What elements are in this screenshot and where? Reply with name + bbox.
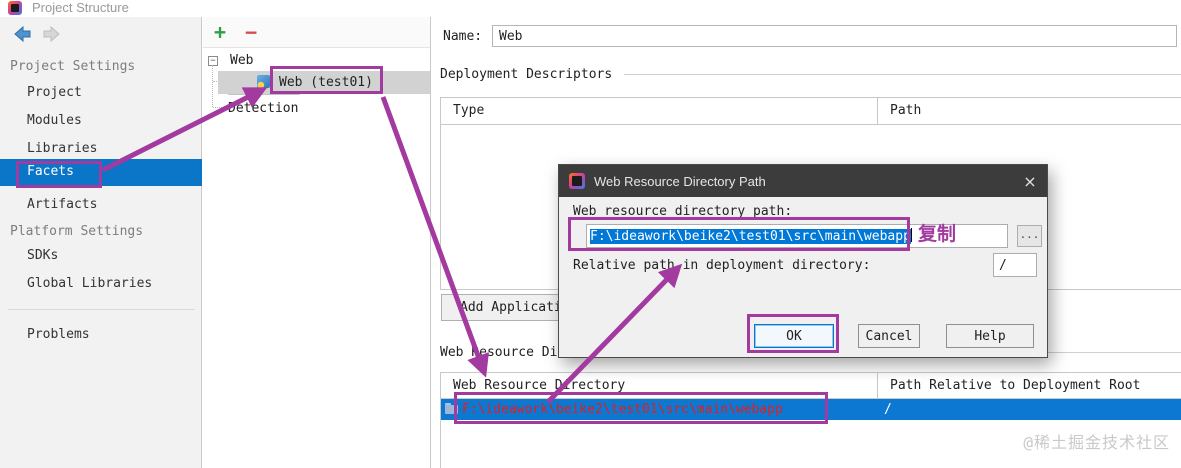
sidebar-item-global-libraries[interactable]: Global Libraries [27,276,153,291]
window-titlebar: Project Structure [0,0,1181,17]
dialog-titlebar: Web Resource Directory Path × [559,165,1047,197]
tree-node-detection[interactable]: Detection [228,101,299,116]
sidebar-item-facets[interactable]: Facets [0,159,202,186]
group-separator-line [624,74,1181,75]
collapse-icon[interactable]: − [208,56,218,66]
web-facet-icon [257,75,270,88]
table-header-row: Type Path [441,98,1181,125]
column-header-type: Type [441,98,878,124]
dialog-title: Web Resource Directory Path [594,173,766,189]
dialog-body: Web resource directory path: F:\ideawork… [559,197,1047,359]
add-facet-icon[interactable]: + [214,20,227,44]
window-title: Project Structure [32,0,129,15]
help-button[interactable]: Help [946,324,1034,348]
sidebar-item-sdks[interactable]: SDKs [27,248,59,263]
selected-text: F:\ideawork\beike2\test01\src\main\webap… [590,229,911,244]
web-resource-directory-path-dialog: Web Resource Directory Path × Web resour… [558,164,1048,358]
column-header-web-resource-directory: Web Resource Directory [441,373,878,398]
tree-separator [228,94,300,95]
close-icon[interactable]: × [1023,171,1037,191]
facet-name-input[interactable] [492,25,1177,47]
forward-arrow-icon[interactable] [40,24,62,44]
project-settings-heading: Project Settings [10,59,136,74]
column-header-path: Path [890,103,922,118]
deployment-descriptors-heading: Deployment Descriptors [440,67,613,82]
tree-node-web-label: Web [230,53,254,68]
sidebar-separator [8,309,195,310]
cell-directory: F:\ideawork\beike2\test01\src\main\webap… [441,399,878,420]
relative-path-label: Relative path in deployment directory: [573,258,871,273]
watermark: @稀土掘金技术社区 [1023,433,1170,452]
sidebar-item-libraries[interactable]: Libraries [27,141,98,156]
sidebar-item-problems[interactable]: Problems [27,327,90,342]
tree-node-web-test01-label: Web (test01) [279,75,373,90]
idea-logo-icon [569,173,585,189]
remove-facet-icon[interactable]: − [245,20,258,44]
tree-guide-line [212,65,213,107]
browse-button[interactable]: ... [1017,225,1042,247]
relative-path-input[interactable] [993,253,1037,277]
column-header-path-relative: Path Relative to Deployment Root [890,378,1141,393]
tree-node-web[interactable]: − Web [203,51,430,71]
ok-button[interactable]: OK [754,324,834,348]
web-resource-directories-heading: Web Resource Dire [440,345,574,360]
cell-relative-path: / [884,402,892,417]
table-row-webapp-directory[interactable]: F:\ideawork\beike2\test01\src\main\webap… [441,399,1181,420]
path-field-label: Web resource directory path: [573,204,793,219]
tree-guide-line [213,107,226,108]
facet-tree-toolbar: + − [203,17,430,48]
name-label: Name: [443,29,483,44]
text-cursor [910,228,912,242]
platform-settings-heading: Platform Settings [10,224,144,239]
cancel-button[interactable]: Cancel [858,324,920,348]
directory-path-value: F:\ideawork\beike2\test01\src\main\webap… [462,402,783,417]
folder-icon [445,403,458,414]
sidebar-item-facets-label: Facets [27,164,74,179]
facet-tree-panel: + − − Web Web (test01) Detection [203,17,431,468]
web-resource-directories-table: Web Resource Directory Path Relative to … [440,372,1181,468]
sidebar-item-artifacts[interactable]: Artifacts [27,197,98,212]
path-input[interactable]: F:\ideawork\beike2\test01\src\main\webap… [586,224,1008,248]
sidebar-item-project[interactable]: Project [27,85,82,100]
sidebar-item-modules[interactable]: Modules [27,113,82,128]
settings-sidebar: Project Settings Project Modules Librari… [0,17,202,468]
back-arrow-icon[interactable] [12,24,34,44]
table-header-row: Web Resource Directory Path Relative to … [441,373,1181,399]
idea-logo-icon [8,1,22,15]
